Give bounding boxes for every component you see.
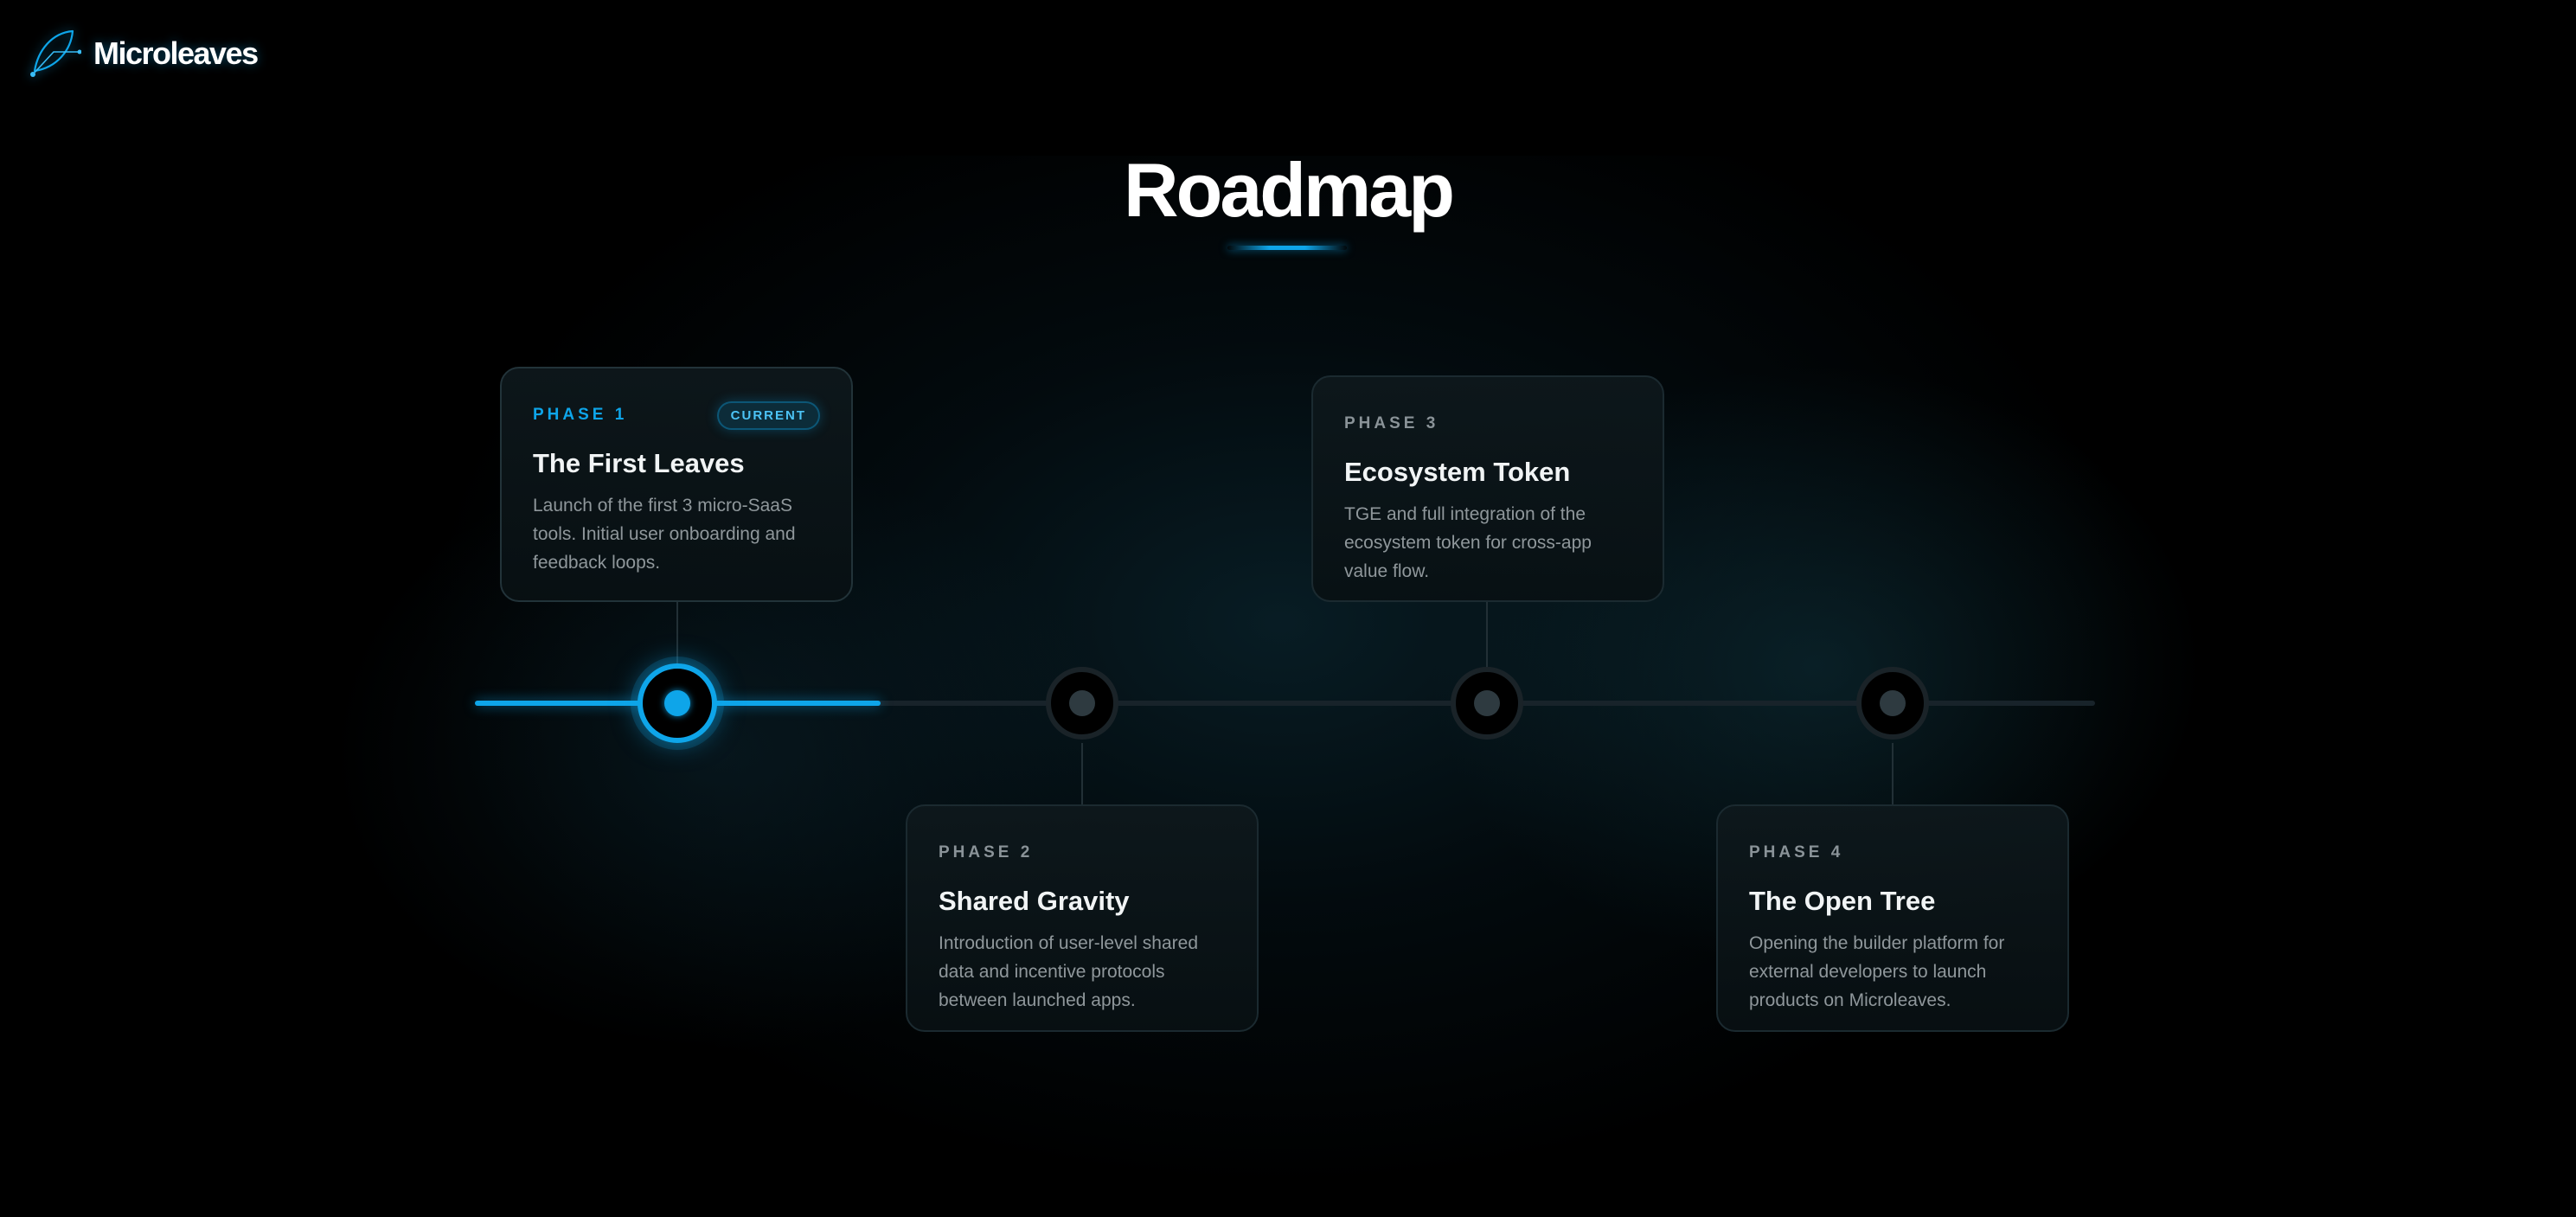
- timeline-node-phase-1[interactable]: [638, 663, 717, 743]
- node-dot: [1069, 690, 1095, 716]
- node-dot: [1474, 690, 1500, 716]
- timeline-node-phase-3[interactable]: [1451, 667, 1523, 740]
- phase-label: PHASE 1: [533, 406, 628, 424]
- node-dot: [1880, 690, 1906, 716]
- title-underline: [1227, 246, 1347, 250]
- timeline-connector: [1486, 601, 1488, 667]
- phase-label: PHASE 4: [1749, 843, 1844, 862]
- timeline-connector: [1081, 743, 1083, 804]
- brand-name: Microleaves: [93, 35, 259, 71]
- phase-card-2[interactable]: PHASE 2 Shared Gravity Introduction of u…: [906, 804, 1259, 1032]
- phase-description: Opening the builder platform for externa…: [1749, 933, 2005, 1010]
- phase-title: Ecosystem Token: [1344, 457, 1571, 487]
- phase-title: Shared Gravity: [939, 886, 1130, 916]
- timeline-node-phase-2[interactable]: [1046, 667, 1118, 740]
- phase-description: Introduction of user-level shared data a…: [939, 933, 1198, 1010]
- phase-title: The Open Tree: [1749, 886, 1936, 916]
- page-title: Roadmap: [1124, 147, 1455, 233]
- phase-label: PHASE 2: [939, 843, 1034, 862]
- timeline-connector: [1892, 743, 1894, 804]
- phase-description: TGE and full integration of the ecosyste…: [1344, 504, 1592, 581]
- timeline-connector: [676, 601, 678, 663]
- node-dot: [664, 690, 690, 716]
- phase-card-4[interactable]: PHASE 4 The Open Tree Opening the builde…: [1716, 804, 2069, 1032]
- brand-logo[interactable]: Microleaves: [26, 24, 259, 84]
- phase-card-3[interactable]: PHASE 3 Ecosystem Token TGE and full int…: [1311, 375, 1664, 602]
- timeline-node-phase-4[interactable]: [1856, 667, 1929, 740]
- phase-label: PHASE 3: [1344, 414, 1439, 432]
- card-header: PHASE 1 CURRENT: [533, 400, 820, 431]
- card-header: PHASE 2: [939, 837, 1226, 868]
- current-badge: CURRENT: [716, 400, 820, 430]
- phase-title: The First Leaves: [533, 448, 745, 478]
- phase-card-1[interactable]: PHASE 1 CURRENT The First Leaves Launch …: [500, 367, 853, 602]
- card-header: PHASE 4: [1749, 837, 2036, 868]
- leaf-icon: [26, 24, 82, 84]
- timeline-track: [475, 701, 2095, 706]
- card-header: PHASE 3: [1344, 408, 1631, 439]
- phase-description: Launch of the first 3 micro-SaaS tools. …: [533, 496, 796, 573]
